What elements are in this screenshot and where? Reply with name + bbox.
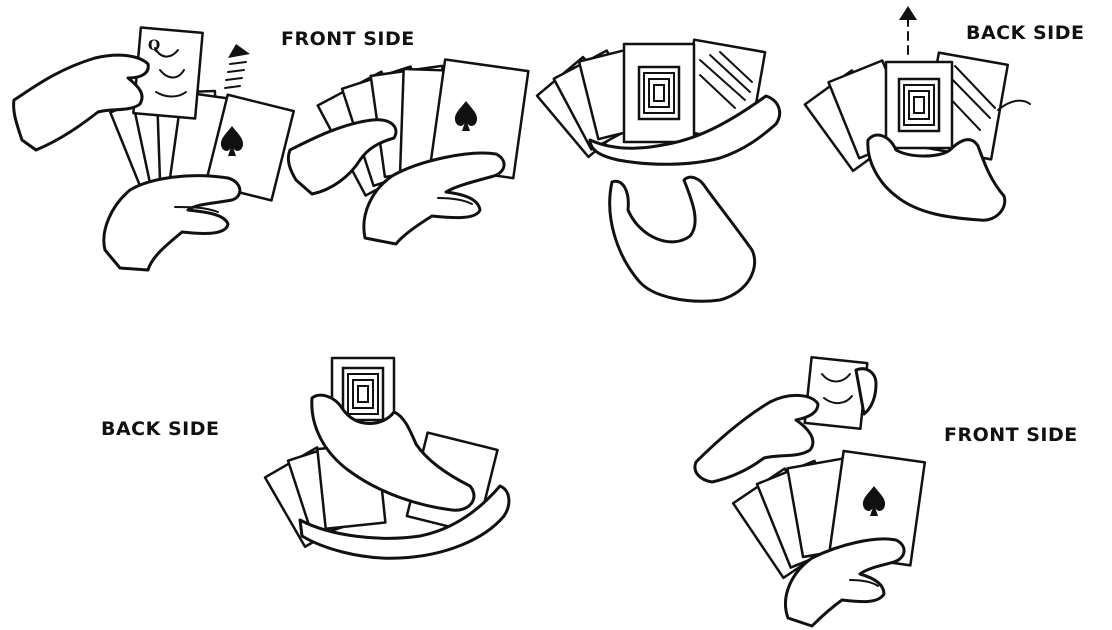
front-side-label-bottom: FRONT SIDE [944, 424, 1078, 446]
figure-2-spade-fan [288, 59, 528, 244]
lift-arrow-icon [225, 44, 250, 88]
receiving-hand [610, 177, 755, 301]
back-side-label-bottom: BACK SIDE [101, 418, 219, 440]
figure-1-front-side-lift: Q [14, 27, 294, 270]
svg-text:Q: Q [148, 38, 160, 54]
figure-3-back-on-fan [537, 40, 780, 302]
up-arrow-icon [899, 6, 917, 54]
back-side-label-top: BACK SIDE [966, 22, 1084, 44]
figure-5-back-side-held [265, 358, 509, 558]
figure-6-front-side-lift [695, 357, 925, 626]
lower-hand [104, 176, 240, 270]
front-side-label-top: FRONT SIDE [281, 28, 415, 50]
